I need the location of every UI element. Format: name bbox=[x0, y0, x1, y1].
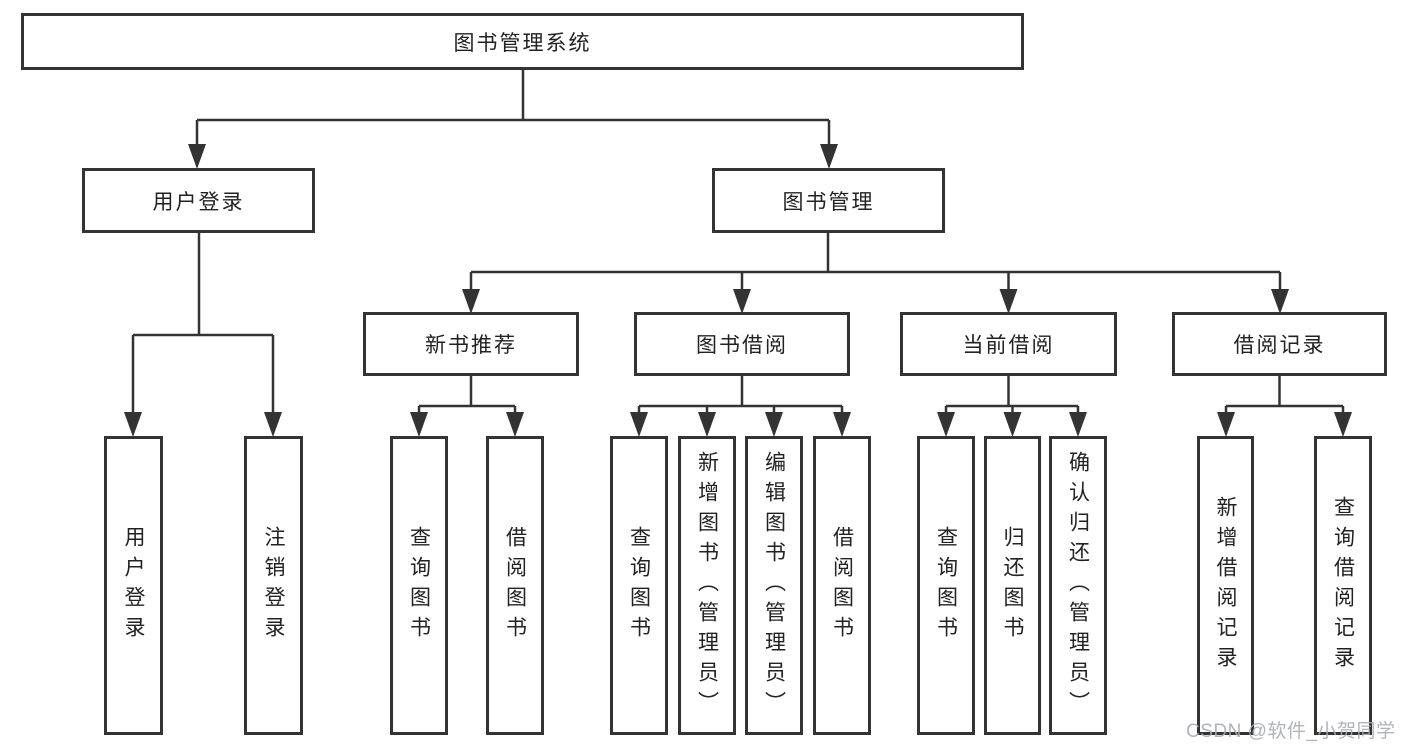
leaf-add-book: 新增图书（管理员） bbox=[678, 436, 736, 735]
node-root: 图书管理系统 bbox=[21, 13, 1024, 70]
leaf-user-login-label: 用户登录 bbox=[122, 525, 145, 646]
leaf-logout: 注销登录 bbox=[244, 436, 303, 735]
leaf-confirm-return-label: 确认归还（管理员） bbox=[1066, 450, 1090, 721]
node-user-login-label: 用户登录 bbox=[152, 190, 245, 214]
leaf-add-borrow-record-label: 新增借阅记录 bbox=[1214, 495, 1237, 676]
leaf-edit-book-label: 编辑图书（管理员） bbox=[762, 450, 786, 721]
node-book-borrow: 图书借阅 bbox=[634, 312, 850, 376]
node-book-management-label: 图书管理 bbox=[782, 190, 875, 214]
leaf-query-book-1-label: 查询图书 bbox=[407, 525, 431, 646]
node-book-borrow-label: 图书借阅 bbox=[696, 334, 788, 357]
leaf-confirm-return: 确认归还（管理员） bbox=[1049, 436, 1107, 735]
node-current-borrow: 当前借阅 bbox=[900, 312, 1117, 376]
node-new-book-recommend: 新书推荐 bbox=[363, 312, 579, 376]
csdn-watermark: CSDN @软件_小贺同学 bbox=[1186, 721, 1396, 742]
leaf-borrow-book-2-label: 借阅图书 bbox=[830, 525, 854, 646]
leaf-edit-book: 编辑图书（管理员） bbox=[745, 436, 803, 735]
leaf-logout-label: 注销登录 bbox=[262, 525, 285, 646]
leaf-query-borrow-record-label: 查询借阅记录 bbox=[1331, 495, 1355, 676]
leaf-query-borrow-record: 查询借阅记录 bbox=[1314, 436, 1372, 735]
leaf-user-login: 用户登录 bbox=[104, 436, 163, 735]
leaf-return-book-label: 归还图书 bbox=[1001, 525, 1024, 646]
node-new-book-recommend-label: 新书推荐 bbox=[425, 334, 517, 357]
leaf-add-book-label: 新增图书（管理员） bbox=[695, 450, 719, 721]
node-root-label: 图书管理系统 bbox=[453, 31, 592, 55]
node-user-login: 用户登录 bbox=[82, 168, 315, 233]
leaf-add-borrow-record: 新增借阅记录 bbox=[1197, 436, 1254, 735]
leaf-query-book-3-label: 查询图书 bbox=[934, 525, 958, 646]
node-current-borrow-label: 当前借阅 bbox=[962, 334, 1055, 357]
leaf-borrow-book-1: 借阅图书 bbox=[486, 436, 544, 735]
node-borrow-record: 借阅记录 bbox=[1172, 312, 1387, 376]
leaf-query-book-2: 查询图书 bbox=[610, 436, 668, 735]
leaf-query-book-3: 查询图书 bbox=[917, 436, 975, 735]
leaf-query-book-1: 查询图书 bbox=[390, 436, 448, 735]
arrowhead-icons bbox=[124, 144, 1352, 437]
leaf-borrow-book-1-label: 借阅图书 bbox=[503, 525, 527, 646]
leaf-borrow-book-2: 借阅图书 bbox=[813, 436, 871, 735]
node-borrow-record-label: 借阅记录 bbox=[1233, 334, 1326, 357]
leaf-return-book: 归还图书 bbox=[984, 436, 1041, 735]
leaf-query-book-2-label: 查询图书 bbox=[627, 525, 651, 646]
node-book-management: 图书管理 bbox=[712, 168, 945, 233]
